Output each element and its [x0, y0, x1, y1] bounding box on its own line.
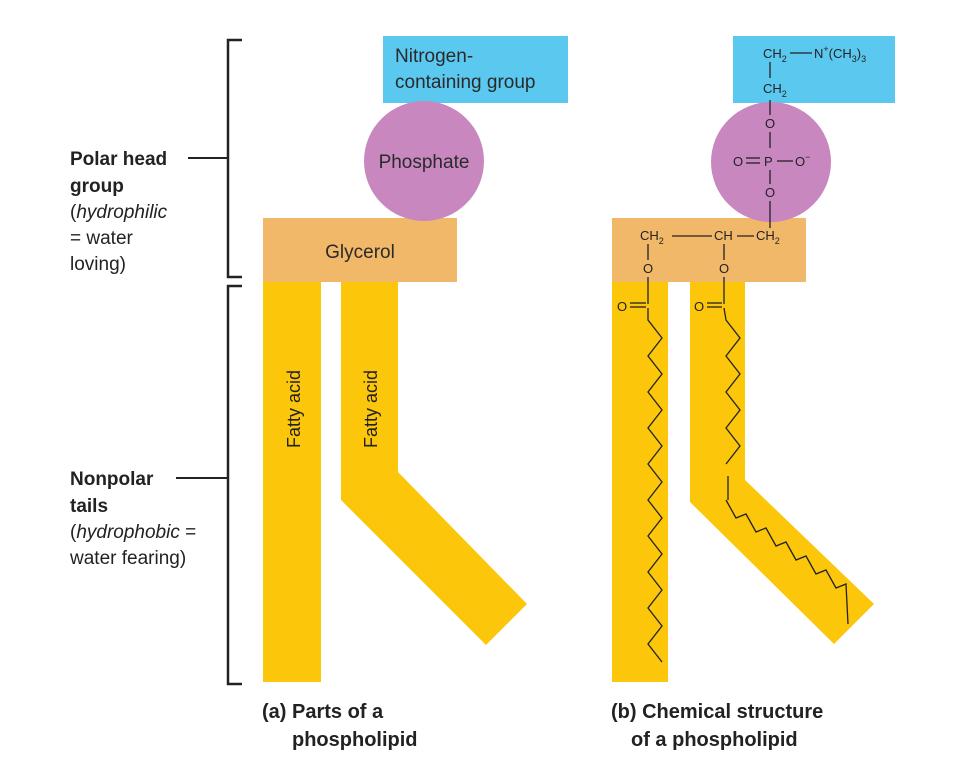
- nonpolar-desc-2: water fearing): [69, 548, 186, 569]
- chem-n-trimethyl: N+(CH3)3: [814, 44, 866, 64]
- polar-bracket: [188, 38, 242, 279]
- chem-o-double: O: [733, 154, 743, 169]
- polar-head-title-1: Polar head: [70, 149, 167, 170]
- polar-head-desc-2: = water: [70, 228, 134, 249]
- nitrogen-group-box: [383, 36, 568, 103]
- nonpolar-title-1: Nonpolar: [70, 469, 154, 490]
- panel-a: Nitrogen- containing group Fatty acid Fa…: [262, 36, 568, 751]
- chem-tail-1: [612, 280, 668, 682]
- chem-chain-unsaturated-upper: [723, 307, 741, 465]
- chem-carbonyl-o-2: O: [694, 299, 704, 314]
- phosphate-label: Phosphate: [379, 152, 470, 173]
- caption-a-line2: phospholipid: [292, 729, 418, 751]
- chem-carbonyl-o-1: O: [617, 299, 627, 314]
- nitrogen-label-1: Nitrogen-: [395, 46, 473, 67]
- chem-glycerol-ch2-left: CH2: [640, 228, 664, 246]
- chem-ch2-mid: CH2: [763, 81, 787, 99]
- nonpolar-desc-1: (hydrophobic =: [70, 522, 196, 543]
- choline-box: [733, 36, 895, 103]
- fatty-acid-tail-2: [341, 280, 527, 645]
- chem-glycerol-ch: CH: [714, 228, 733, 243]
- caption-a-line1: (a) Parts of a: [262, 701, 384, 723]
- polar-head-title-2: group: [70, 176, 124, 197]
- chem-o-1: O: [765, 116, 775, 131]
- caption-b-line1: (b) Chemical structure: [611, 701, 823, 723]
- phosphate-circle: [364, 101, 484, 221]
- chem-ch2-top: CH2: [763, 46, 787, 64]
- chem-chain-unsaturated-lower: [725, 499, 849, 625]
- glycerol-label: Glycerol: [325, 242, 395, 263]
- fatty-acid-label-1: Fatty acid: [284, 370, 304, 448]
- chem-ester-o-2: O: [719, 261, 729, 276]
- chem-o-2: O: [765, 185, 775, 200]
- chem-ester-o-1: O: [643, 261, 653, 276]
- chem-glycerol-box: [612, 218, 806, 282]
- chem-p: P: [764, 154, 773, 169]
- glycerol-box: [263, 218, 457, 282]
- chem-glycerol-ch2-right: CH2: [756, 228, 780, 246]
- polar-head-desc-1: (hydrophilic: [70, 202, 168, 223]
- polar-head-desc-3: loving): [70, 254, 126, 275]
- chem-chain-saturated: [647, 308, 663, 663]
- nonpolar-bracket: [176, 284, 242, 686]
- caption-b-line2: of a phospholipid: [631, 729, 798, 751]
- chem-tail-2: [690, 280, 874, 644]
- nonpolar-title-2: tails: [70, 496, 108, 517]
- panel-b: CH2 N+(CH3)3 CH2 O O P O− O CH2 CH CH2 O…: [611, 36, 895, 751]
- nitrogen-label-2: containing group: [395, 72, 536, 93]
- fatty-acid-tail-1: [263, 280, 321, 682]
- chem-o-minus: O−: [795, 152, 810, 169]
- chem-phosphate-circle: [711, 102, 831, 222]
- fatty-acid-label-2: Fatty acid: [361, 370, 381, 448]
